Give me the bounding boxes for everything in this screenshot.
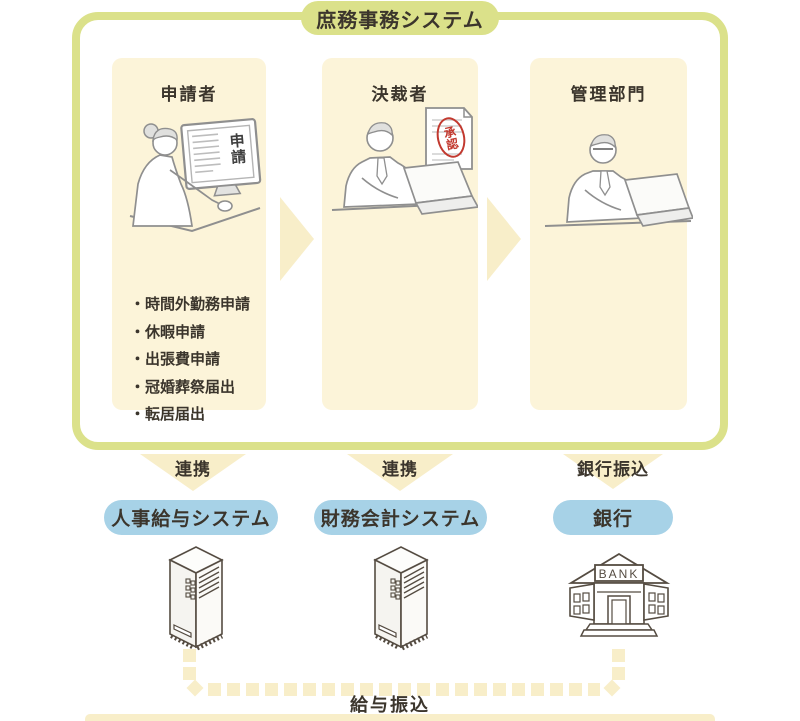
- server-vents: [403, 566, 425, 599]
- bullet-marker: ・: [130, 296, 146, 313]
- flow-arrow-1: [280, 197, 314, 281]
- link-arrow-hr: [140, 454, 246, 491]
- manager-person-icon: [566, 134, 645, 223]
- approver-illustration: [331, 107, 478, 215]
- pill-label: 銀行: [592, 509, 633, 530]
- column-management: 管理部門: [530, 58, 687, 410]
- bank-sign-text: BANK: [599, 567, 640, 581]
- flow-arrow-2: [487, 197, 521, 281]
- pill-label: 財務会計システム: [320, 509, 481, 530]
- list-item: ・休暇申請: [130, 319, 266, 347]
- bank-windows: [573, 592, 665, 615]
- link-arrow-bank: [563, 454, 663, 489]
- laptop-icon: [623, 173, 693, 227]
- list-item: ・出張費申請: [130, 346, 266, 374]
- bullet-marker: ・: [130, 378, 146, 396]
- application-list: ・時間外勤務申請 ・休暇申請 ・出張費申請 ・冠婚葬祭届出 ・転居届出: [112, 291, 266, 429]
- server-icon-hr: [168, 546, 224, 651]
- list-item-label: 転居届出: [145, 406, 206, 423]
- server-ports: [390, 578, 401, 600]
- list-item: ・時間外勤務申請: [130, 291, 266, 319]
- desktop-monitor-icon: [180, 118, 262, 197]
- bullet-marker: ・: [130, 323, 146, 341]
- list-item-label: 休暇申請: [145, 323, 206, 341]
- list-item: ・冠婚葬祭届出: [130, 374, 266, 402]
- server-base: [195, 633, 224, 651]
- bank-steps: [579, 629, 659, 637]
- management-illustration: [544, 134, 693, 227]
- column-approver-header: 決裁者: [371, 85, 429, 104]
- bank-icon: BANK: [567, 552, 671, 637]
- applicant-person-icon: [132, 123, 233, 227]
- approver-person-icon: [343, 122, 422, 208]
- list-item-label: 時間外勤務申請: [145, 296, 251, 313]
- screen-label: 申請: [227, 132, 247, 166]
- list-item-label: 冠婚葬祭届出: [145, 378, 236, 396]
- column-applicant-header: 申請者: [160, 85, 218, 104]
- approved-document-icon: [425, 107, 473, 170]
- link-label-finance: 連携: [382, 460, 418, 479]
- link-label-bank-transfer: 銀行振込: [577, 460, 649, 479]
- salary-transfer-path: [208, 683, 600, 696]
- list-item-label: 出張費申請: [145, 351, 221, 368]
- server-ports: [185, 578, 196, 600]
- salary-transfer-path: [603, 679, 621, 697]
- salary-transfer-label: 給与振込: [350, 695, 430, 715]
- server-slot: [173, 624, 192, 638]
- salary-transfer-path: [183, 649, 196, 681]
- system-pill-hr-payroll: 人事給与システム: [104, 500, 278, 535]
- server-icon-finance: [373, 546, 429, 651]
- server-base: [400, 633, 429, 651]
- salary-transfer-path: [186, 679, 204, 697]
- server-slot: [378, 624, 397, 638]
- system-title: 庶務事務システム: [316, 9, 484, 32]
- column-applicant: 申請者 ・時間外勤務申請 ・休暇申請 ・出張費申請 ・冠婚葬祭届出 ・転居届出: [112, 58, 266, 423]
- pill-label: 人事給与システム: [111, 509, 271, 530]
- list-item: ・転居届出: [130, 401, 266, 429]
- server-vents: [198, 566, 220, 599]
- column-management-header: 管理部門: [570, 85, 647, 104]
- applicant-illustration: [129, 118, 262, 233]
- bullet-marker: ・: [130, 406, 146, 423]
- bank-sign: [594, 564, 644, 582]
- salary-transfer-path: [612, 649, 625, 681]
- bullet-marker: ・: [130, 351, 146, 368]
- system-title-pill: 庶務事務システム: [301, 1, 499, 35]
- bottom-strip: [85, 714, 715, 721]
- link-label-hr: 連携: [175, 460, 211, 479]
- laptop-icon: [402, 161, 478, 215]
- bank-steps: [584, 623, 654, 631]
- link-arrow-finance: [347, 454, 453, 491]
- system-pill-financial-accounting: 財務会計システム: [314, 500, 487, 535]
- system-pill-bank: 銀行: [553, 500, 673, 535]
